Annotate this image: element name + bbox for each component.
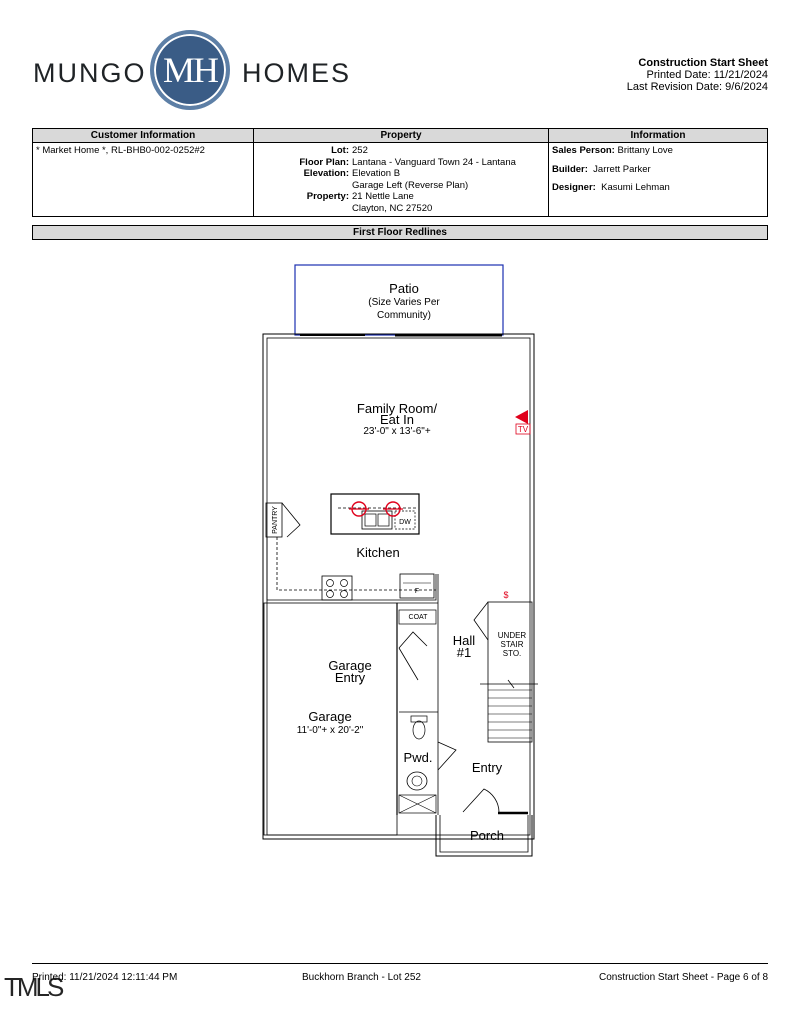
- brand-logo: MH: [150, 30, 230, 110]
- section-title: First Floor Redlines: [32, 225, 768, 240]
- garage-entry-label-2: Entry: [335, 670, 366, 685]
- front-door: [462, 788, 528, 815]
- information-cell: Sales Person: Brittany Love Builder: Jar…: [548, 142, 768, 217]
- garage-entry-label-1: Garage: [328, 658, 371, 673]
- stairs: [473, 601, 538, 743]
- document-title: Construction Start Sheet: [638, 57, 768, 69]
- sales-label: Sales Person:: [552, 145, 615, 156]
- garage-dimensions: 11'-0"+ x 20'-2": [297, 725, 364, 736]
- address-line1: 21 Nettle Lane: [352, 191, 414, 202]
- printed-date: Printed Date: 11/21/2024: [646, 69, 769, 81]
- entry-label: Entry: [472, 760, 503, 775]
- patio-label: Patio: [389, 281, 419, 296]
- address-label: Property:: [306, 191, 349, 202]
- fridge-label: F: [415, 588, 419, 595]
- kitchen-island: [330, 493, 420, 535]
- porch-outline: [435, 815, 533, 857]
- kitchen-label: Kitchen: [356, 545, 399, 560]
- tv-label: TV: [518, 425, 529, 434]
- elevation-value: Elevation B: [352, 168, 401, 179]
- floor-plan-label: Floor Plan:: [299, 156, 349, 168]
- footer-printed: Printed: 11/21/2024 12:11:44 PM: [32, 972, 178, 983]
- footer-page: Construction Start Sheet - Page 6 of 8: [599, 972, 768, 983]
- info-table: Customer Information Property Informatio…: [32, 128, 768, 217]
- designer-value: Kasumi Lehman: [601, 182, 670, 193]
- garage-label: Garage: [308, 709, 351, 724]
- hall-label-1: Hall: [453, 633, 476, 648]
- under-stair-label-3: STO.: [503, 649, 522, 658]
- header-customer: Customer Information: [32, 128, 254, 143]
- sales-value: Brittany Love: [617, 145, 673, 156]
- kitchen-counter: [266, 537, 437, 601]
- coat-closet-label: COAT: [409, 614, 429, 621]
- pantry: [265, 502, 301, 538]
- address-line2: Clayton, NC 27520: [352, 202, 433, 214]
- powder-room-label: Pwd.: [404, 750, 433, 765]
- floor-plan-value: Lantana - Vanguard Town 24 - Lantana: [352, 156, 516, 168]
- under-stair-label-2: STAIR: [501, 640, 524, 649]
- revision-date: Last Revision Date: 9/6/2024: [626, 81, 768, 93]
- customer-id: * Market Home *, RL-BHB0-002-0252#2: [36, 145, 205, 156]
- lot-label: Lot:: [331, 145, 349, 156]
- builder-value: Jarrett Parker: [593, 163, 651, 175]
- header-property: Property: [253, 128, 549, 143]
- porch-label: Porch: [470, 828, 504, 843]
- dishwasher-label: DW: [399, 519, 411, 526]
- customer-cell: * Market Home *, RL-BHB0-002-0252#2: [32, 142, 254, 217]
- family-room-label-1: Family Room/: [357, 401, 438, 416]
- family-room-dimensions: 23'-0" x 13'-6"+: [363, 426, 431, 437]
- pantry-label: PANTRY: [272, 506, 279, 534]
- brand-monogram: MH: [162, 50, 219, 90]
- family-room-label-2: Eat In: [380, 412, 414, 427]
- document-header: Construction Start Sheet Printed Date: 1…: [627, 57, 768, 93]
- header-information: Information: [548, 128, 768, 143]
- property-cell: Lot: 252 Floor Plan: Lantana - Vanguard …: [253, 142, 549, 217]
- footer-divider: [32, 963, 768, 964]
- brand-word-left: MUNGO: [33, 58, 147, 88]
- mls-watermark: TMLS: [4, 972, 64, 1002]
- brand-word-right: HOMES: [242, 58, 352, 88]
- footer-center: Buckhorn Branch - Lot 252: [302, 972, 421, 983]
- hall-label-2: #1: [457, 645, 471, 660]
- builder-label: Builder:: [552, 163, 588, 175]
- elevation-note: Garage Left (Reverse Plan): [352, 179, 469, 191]
- designer-label: Designer:: [552, 182, 596, 193]
- tv-redline: TV: [515, 410, 531, 435]
- elevation-label: Elevation:: [303, 168, 349, 179]
- switch-redline: $: [503, 590, 508, 600]
- interior-walls: [263, 574, 457, 836]
- lot-value: 252: [352, 145, 368, 156]
- patio-note-2: Community): [377, 310, 431, 321]
- under-stair-label-1: UNDER: [498, 631, 527, 640]
- powder-room-fixtures: [406, 715, 428, 791]
- patio-note-1: (Size Varies Per: [368, 297, 440, 308]
